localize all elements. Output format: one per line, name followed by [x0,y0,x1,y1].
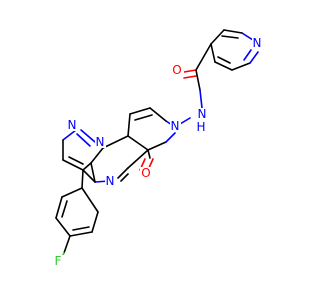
fluorophenyl-ring [55,169,99,259]
svg-text:N: N [68,118,77,132]
atom-labels: N O N H N N N O [53,36,263,268]
pyrazole-ring [62,129,96,183]
pyrimidine-ring [90,135,149,183]
pyrimidine-nitrogen-label: N [105,174,116,188]
lactam-oxygen-label: O [140,166,152,180]
amide-hydrogen-label: H [195,120,206,134]
pyridine-nitrogen-label: N [252,36,263,50]
pyridinone-ring [127,107,176,171]
svg-text:O: O [141,166,150,180]
svg-text:H: H [196,120,205,134]
pyrazole-nitrogen-2-label: N [67,118,78,132]
svg-text:O: O [172,63,181,77]
pyridine-ring [210,29,259,71]
svg-text:N: N [106,174,115,188]
pyrazole-nitrogen-1-label: N [95,135,106,149]
svg-text:N: N [253,36,262,50]
chemical-structure-diagram: N O N H N N N O [53,29,263,268]
svg-text:N: N [198,107,207,121]
svg-text:N: N [96,135,105,149]
amide-nitrogen-label: N [197,107,208,121]
svg-text:N: N [171,119,180,133]
amide-group [174,43,212,128]
fluorine-label: F [53,254,64,268]
amide-oxygen-label: O [172,63,184,77]
ring-nitrogen-label: N [170,119,181,133]
svg-text:F: F [55,254,62,268]
